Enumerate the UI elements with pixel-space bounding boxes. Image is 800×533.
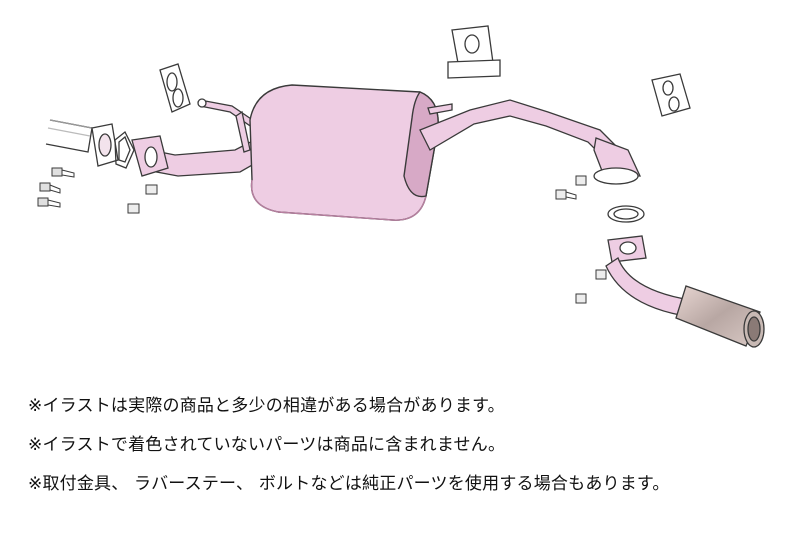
hanger-rubber-front (159, 63, 191, 113)
disclaimer-notes: ※イラストは実際の商品と多少の相違がある場合があります。 ※イラストで着色されて… (28, 395, 788, 512)
muffler-tip (675, 285, 765, 348)
note-genuine-parts: ※取付金具、 ラバーステー、 ボルトなどは純正パーツを使用する場合もあります。 (28, 474, 670, 494)
exhaust-system-illustration (37, 25, 765, 348)
bolt-set-left (37, 167, 75, 208)
note-illustration-difference: ※イラストは実際の商品と多少の相違がある場合があります。 (28, 396, 505, 416)
muffler (249, 84, 439, 221)
rear-pipe (419, 99, 642, 185)
nut-set-tail (575, 269, 607, 304)
hanger-rubber-rear (651, 73, 691, 117)
front-flange (91, 123, 119, 167)
stock-front-pipe (45, 119, 93, 153)
nut-set-center (127, 184, 158, 214)
center-pipe (131, 131, 279, 177)
note-uncolored-parts: ※イラストで着色されていないパーツは商品に含まれません。 (28, 435, 506, 455)
front-gasket (114, 130, 135, 169)
hanger-rubber-mid (447, 25, 501, 79)
bolt-set-rear (555, 175, 587, 200)
rear-gasket (607, 205, 645, 223)
